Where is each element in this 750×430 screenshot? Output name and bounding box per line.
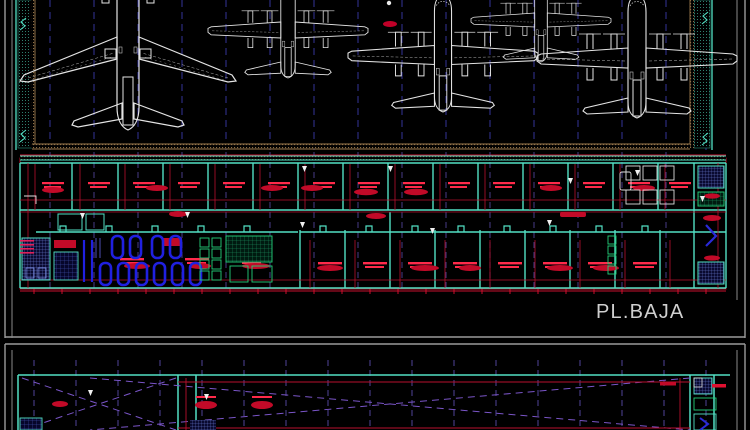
lower-fixtures-red <box>52 382 676 409</box>
top-exterior-wall <box>20 155 726 161</box>
green-fixtures <box>199 235 617 283</box>
level-markers <box>80 166 705 234</box>
lower-left-tile <box>19 417 216 430</box>
lower-column-grid <box>33 360 707 430</box>
seating-blocks <box>98 234 203 287</box>
ground-floor-plan[interactable] <box>19 152 727 294</box>
right-core-block <box>697 165 725 285</box>
lower-walls <box>17 374 730 430</box>
lower-right-core <box>693 377 726 430</box>
apron-markers <box>383 0 397 27</box>
left-annotation-stack <box>20 238 101 258</box>
lower-section-plan[interactable] <box>17 360 730 430</box>
diagonal-braces <box>21 377 691 430</box>
middle-window-modules <box>619 165 675 205</box>
plan-column-grid <box>49 152 667 292</box>
dimension-ticks-bottom <box>33 288 707 294</box>
wall-jogs <box>59 225 649 232</box>
floor-plan-label: PL.BAJA <box>596 301 684 323</box>
viewport-2-border <box>4 343 746 430</box>
lower-red-partitions <box>178 378 690 430</box>
lower-markers <box>88 390 209 400</box>
annotation-text-red <box>42 182 691 271</box>
apron-column-grid <box>49 0 707 150</box>
plan-walls-cyan <box>19 162 727 289</box>
viewport-1-border <box>4 0 746 338</box>
